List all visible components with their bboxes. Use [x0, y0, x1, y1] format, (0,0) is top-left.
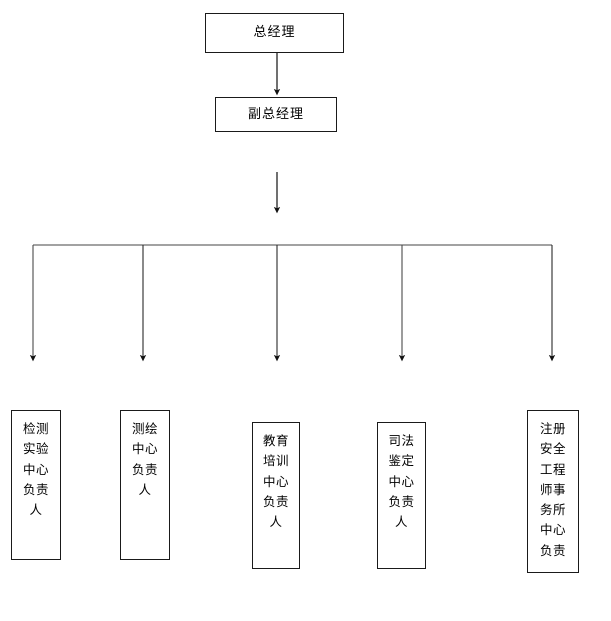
node-general-manager-label: 总经理 — [253, 25, 296, 41]
node-safety-engineer-office-label: 注册 安全 工程 师事 务所 中心 负责 — [539, 421, 566, 558]
node-deputy-general-manager[interactable]: 副总经理 — [215, 97, 337, 132]
node-judicial-appraisal-center-label: 司法 鉴定 中心 负责 人 — [388, 433, 415, 529]
node-deputy-general-manager-label: 副总经理 — [247, 106, 304, 122]
node-testing-lab-center-label: 检测 实验 中心 负责 人 — [22, 421, 49, 517]
node-testing-lab-center[interactable]: 检测 实验 中心 负责 人 — [11, 410, 61, 560]
node-judicial-appraisal-center[interactable]: 司法 鉴定 中心 负责 人 — [377, 422, 426, 569]
node-education-training-center[interactable]: 教育 培训 中心 负责 人 — [252, 422, 300, 569]
node-surveying-center[interactable]: 测绘 中心 负责 人 — [120, 410, 170, 560]
node-general-manager[interactable]: 总经理 — [205, 13, 344, 53]
node-education-training-center-label: 教育 培训 中心 负责 人 — [262, 433, 289, 529]
node-safety-engineer-office[interactable]: 注册 安全 工程 师事 务所 中心 负责 — [527, 410, 579, 573]
node-surveying-center-label: 测绘 中心 负责 人 — [131, 421, 158, 497]
